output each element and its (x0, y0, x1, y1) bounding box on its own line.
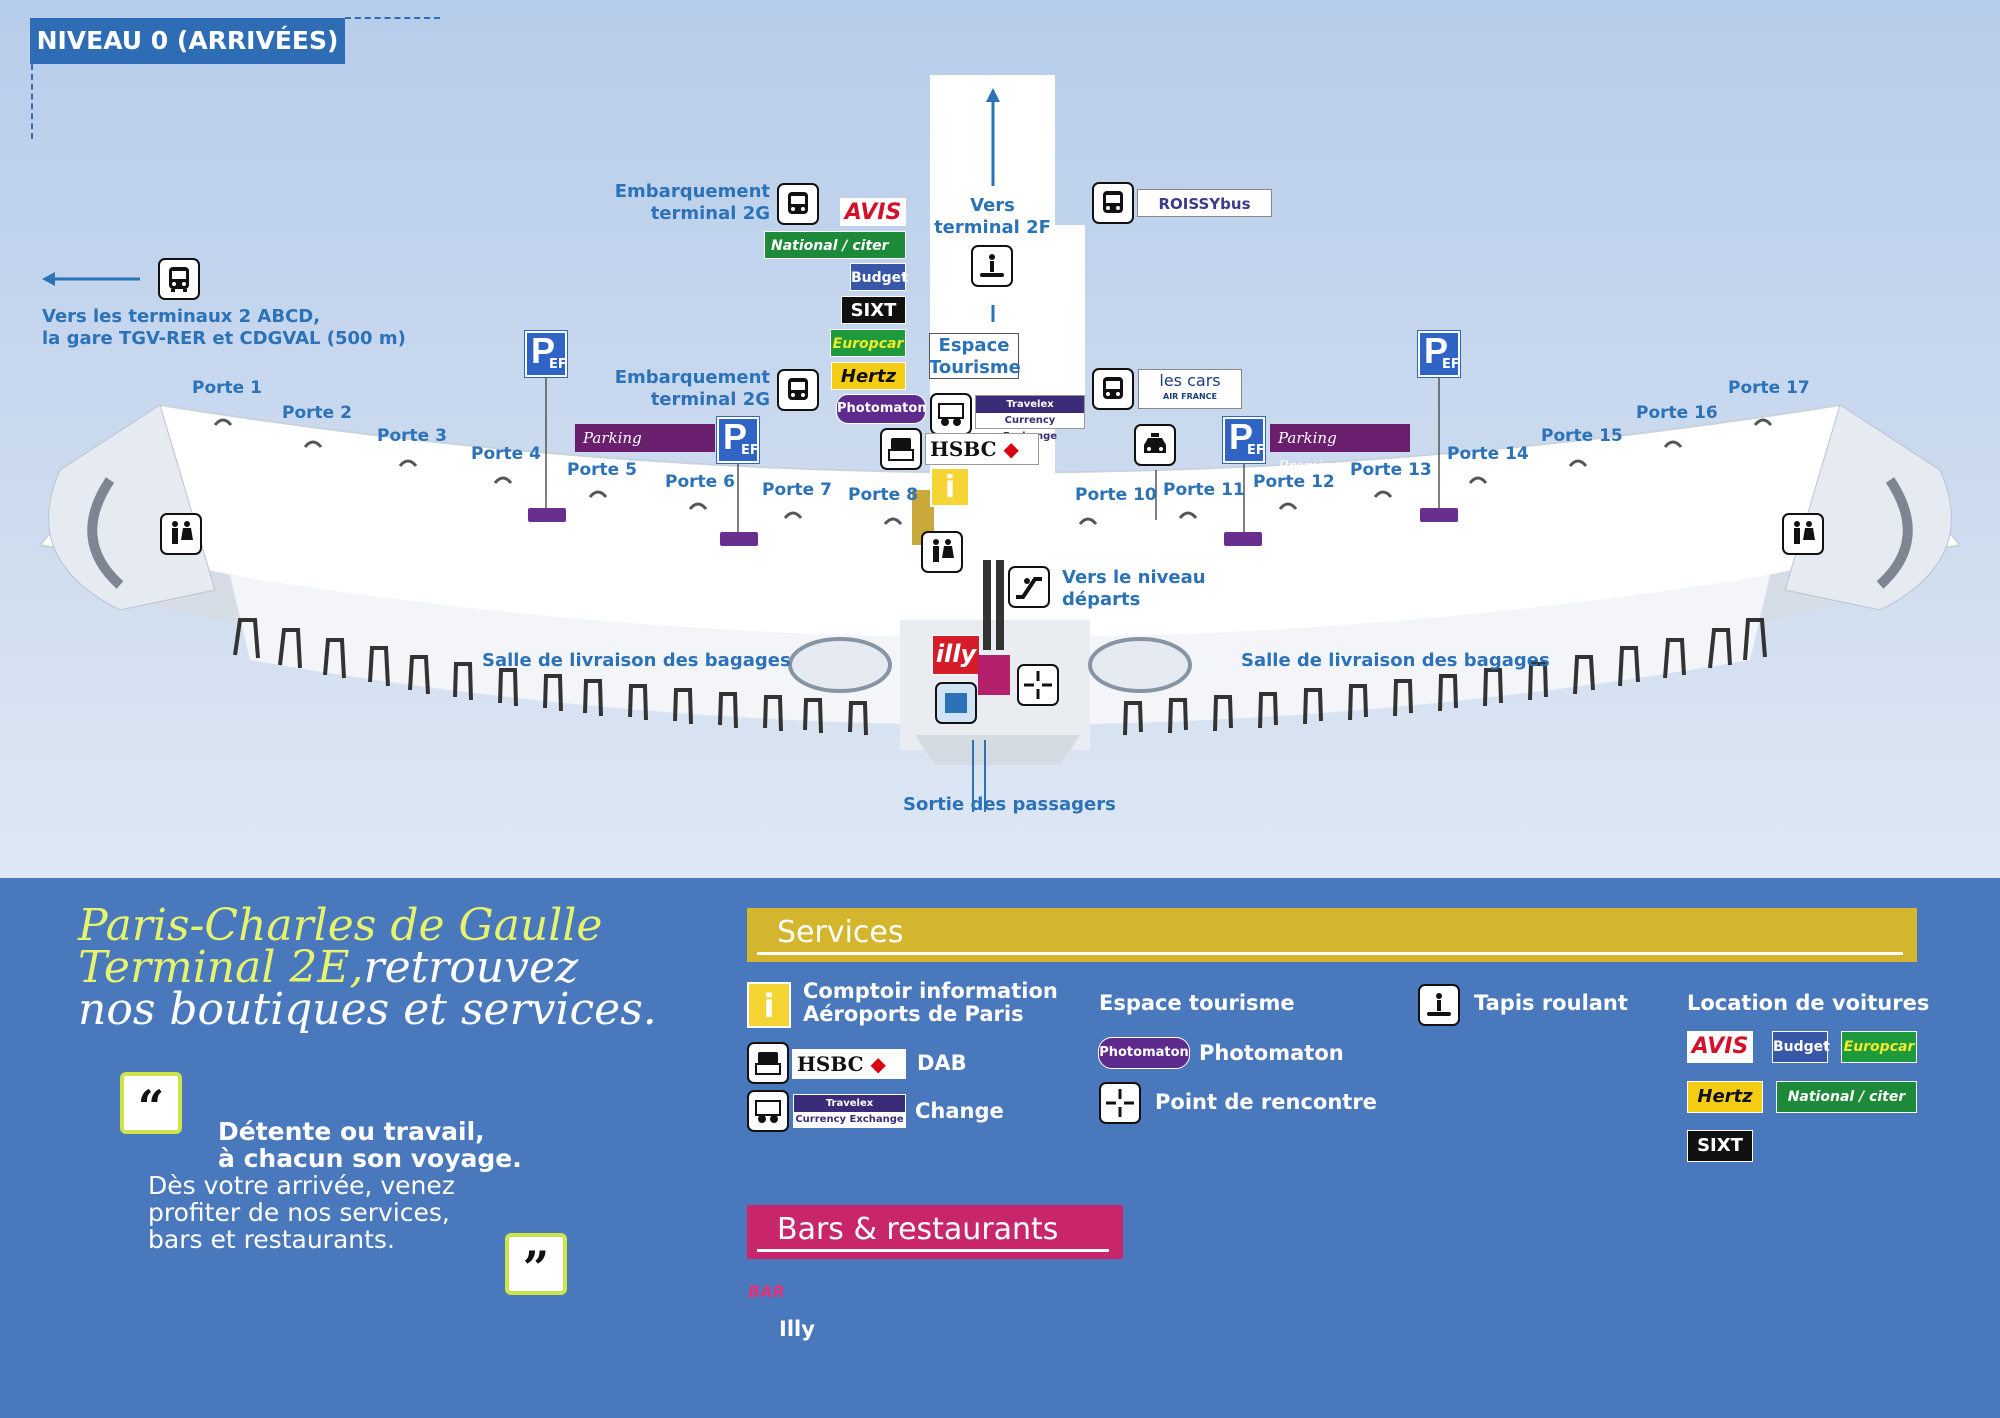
illy-bar-item: Illy (779, 1317, 815, 1341)
sixt-logo: SIXT (841, 296, 906, 324)
salle-bagages-left-label: Salle de livraison des bagages (482, 650, 791, 671)
point-rencontre-legend-label: Point de rencontre (1155, 1090, 1377, 1114)
hertz-legend-logo: Hertz (1687, 1081, 1763, 1113)
roissybus-logo: ROISSYbus (1137, 189, 1272, 217)
europcar-legend-logo: Europcar (1841, 1031, 1917, 1063)
bus-icon-mid (777, 369, 819, 411)
change-legend-label: Change (915, 1099, 1004, 1123)
porte-6-label: Porte 6 (665, 472, 735, 492)
escalator-icon (1008, 566, 1050, 608)
terminal-map: NIVEAU 0 (ARRIVÉES) Vers les terminaux 2… (0, 0, 2000, 878)
avis-legend-logo: AVIS (1687, 1031, 1753, 1063)
sixt-legend-logo: SIXT (1687, 1130, 1753, 1162)
promo-title: Paris-Charles de Gaulle Terminal 2E,retr… (78, 900, 657, 1035)
porte-11-label: Porte 11 (1163, 480, 1245, 500)
national-citer-logo: National / citer (764, 231, 906, 259)
toilets-icon-left (160, 513, 202, 555)
sortie-passagers-label: Sortie des passagers (903, 794, 1116, 815)
porte-5-label: Porte 5 (567, 460, 637, 480)
porte-4-label: Porte 4 (471, 444, 541, 464)
vers-niveau-departs-label: Vers le niveau départs (1062, 567, 1206, 610)
porte-10-label: Porte 10 (1075, 485, 1157, 505)
customs-icon (935, 682, 977, 724)
vers-terminaux-label: Vers les terminaux 2 ABCD, la gare TGV-R… (42, 306, 406, 349)
photomaton-logo: Photomaton (836, 394, 927, 424)
close-quote-icon: ” (505, 1233, 567, 1295)
dab-legend-label: DAB (917, 1051, 967, 1075)
exchange-icon (930, 393, 972, 435)
porte-7-label: Porte 7 (762, 480, 832, 500)
toilets-icon-center (921, 531, 963, 573)
bar-tag: BAR (748, 1282, 785, 1301)
arrow-up-icon (986, 88, 1000, 186)
embarquement-2g-top-label: Embarquement terminal 2G (614, 181, 770, 224)
toilets-icon-right (1782, 513, 1824, 555)
porte-17-label: Porte 17 (1728, 378, 1810, 398)
parking-premium-left: Parking Premium (575, 424, 715, 475)
porte-16-label: Porte 16 (1636, 403, 1718, 423)
info-icon: i (930, 467, 970, 507)
porte-1-label: Porte 1 (192, 378, 262, 398)
parking-premium-right: Parking Premium (1270, 424, 1410, 475)
porte-15-label: Porte 15 (1541, 426, 1623, 446)
hsbc-logo: HSBC ◆ (925, 433, 1039, 465)
hertz-logo: Hertz (831, 362, 906, 390)
level-title: NIVEAU 0 (ARRIVÉES) (30, 18, 345, 64)
budget-logo: Budget (850, 263, 908, 291)
photomaton-legend-logo: Photomaton (1098, 1037, 1190, 1069)
bus-icon (158, 258, 200, 300)
illy-logo: illy (932, 635, 980, 675)
porte-8-label: Porte 8 (848, 485, 918, 505)
atm-legend-icon (747, 1042, 789, 1084)
vers-terminal-2f-label: Vers terminal 2F (934, 195, 1051, 238)
travelex-legend-logo: Travelex Currency Exchange (793, 1094, 906, 1128)
lescars-logo: les cars AIR FRANCE (1138, 369, 1242, 409)
moving-walkway-icon (971, 245, 1013, 287)
photomaton-legend-label: Photomaton (1199, 1041, 1344, 1065)
espace-tourisme-label: Espace Tourisme (929, 335, 1021, 378)
info-legend-icon: i (747, 982, 791, 1028)
porte-3-label: Porte 3 (377, 426, 447, 446)
location-voitures-legend-label: Location de voitures (1687, 991, 1930, 1015)
info-legend-label: Comptoir information Aéroports de Paris (803, 979, 1058, 1026)
tapis-roulant-legend-label: Tapis roulant (1474, 991, 1628, 1015)
meeting-point-icon (1017, 664, 1059, 706)
services-heading: Services (747, 908, 1917, 962)
europcar-logo: Europcar (830, 329, 906, 357)
bus-icon-top (777, 183, 819, 225)
avis-logo: AVIS (840, 198, 906, 226)
promo-quote: Détente ou travail, à chacun son voyage.… (148, 1117, 522, 1254)
porte-13-label: Porte 13 (1350, 460, 1432, 480)
porte-2-label: Porte 2 (282, 403, 352, 423)
taxi-icon (1134, 424, 1176, 466)
atm-card-icon (880, 428, 922, 470)
porte-14-label: Porte 14 (1447, 444, 1529, 464)
level-dash-decoration (345, 17, 440, 19)
espace-tourisme-legend-label: Espace tourisme (1099, 991, 1295, 1015)
travelex-logo: Travelex Currency Exchange (975, 395, 1085, 442)
level-dash-decoration-vertical (31, 64, 33, 139)
open-quote-icon: “ (120, 1072, 182, 1134)
national-citer-legend-logo: National / citer (1776, 1081, 1917, 1113)
bar-area-marker (978, 655, 1010, 695)
budget-legend-logo: Budget (1772, 1031, 1830, 1063)
bars-heading: Bars & restaurants (747, 1205, 1123, 1259)
embarquement-2g-mid-label: Embarquement terminal 2G (614, 367, 770, 410)
espace-tourisme-box (929, 333, 1019, 379)
bus-icon-lescars (1092, 368, 1134, 410)
meeting-point-legend-icon (1099, 1082, 1141, 1124)
moving-walkway-legend-icon (1418, 984, 1460, 1026)
salle-bagages-right-label: Salle de livraison des bagages (1241, 650, 1550, 671)
hsbc-legend-logo: HSBC ◆ (792, 1049, 906, 1079)
porte-12-label: Porte 12 (1253, 472, 1335, 492)
exchange-legend-icon (747, 1090, 789, 1132)
bus-icon-roissybus (1092, 182, 1134, 224)
